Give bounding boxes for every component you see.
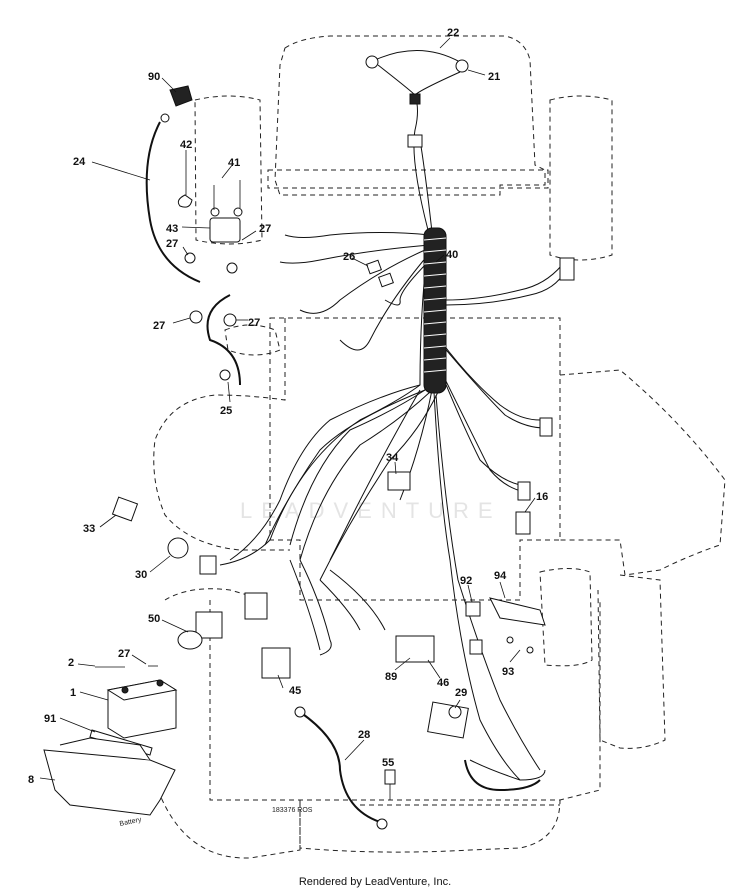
callout-22: 22	[447, 27, 459, 39]
callout-93: 93	[502, 666, 514, 678]
headlight-assembly	[365, 50, 469, 148]
callout-45: 45	[289, 685, 301, 697]
sleeve-ribs	[423, 237, 447, 373]
battery-assembly	[43, 665, 178, 816]
callout-40: 40	[446, 249, 458, 261]
callout-50: 50	[148, 613, 160, 625]
drawing-number: 183376 ROS	[272, 807, 313, 814]
callout-42: 42	[180, 139, 192, 151]
callout-29: 29	[455, 687, 467, 699]
components	[111, 257, 575, 830]
callout-1: 1	[70, 687, 76, 699]
callout-90: 90	[148, 71, 160, 83]
callout-30: 30	[135, 569, 147, 581]
callout-46: 46	[437, 677, 449, 689]
callout-94: 94	[494, 570, 507, 582]
callout-25: 25	[220, 405, 232, 417]
callout-34: 34	[386, 452, 399, 464]
callout-2: 2	[68, 657, 74, 669]
callout-21: 21	[488, 71, 500, 83]
callout-55: 55	[382, 757, 394, 769]
callout-41: 41	[228, 157, 240, 169]
callout-28: 28	[358, 729, 370, 741]
callout-27-d: 27	[248, 317, 260, 329]
credit-line: Rendered by LeadVenture, Inc.	[298, 876, 452, 888]
callout-43: 43	[166, 223, 178, 235]
callout-27-a: 27	[166, 238, 178, 250]
leader-lines	[39, 37, 536, 781]
solenoid-area	[145, 85, 243, 386]
callout-26: 26	[343, 251, 355, 263]
callout-labels: 90 24 42 41 43 27 27 27 27 25 22 21 40 2…	[28, 27, 548, 828]
battery-label: Battery	[119, 816, 143, 828]
callout-27-b: 27	[259, 223, 271, 235]
callout-8: 8	[28, 774, 34, 786]
callout-27-c: 27	[153, 320, 165, 332]
callout-16: 16	[536, 491, 548, 503]
callout-33: 33	[83, 523, 95, 535]
callout-27-e: 27	[118, 648, 130, 660]
callout-91: 91	[44, 713, 56, 725]
callout-92: 92	[460, 575, 472, 587]
callout-89: 89	[385, 671, 397, 683]
callout-24: 24	[73, 156, 86, 168]
tractor-outline	[153, 35, 726, 859]
